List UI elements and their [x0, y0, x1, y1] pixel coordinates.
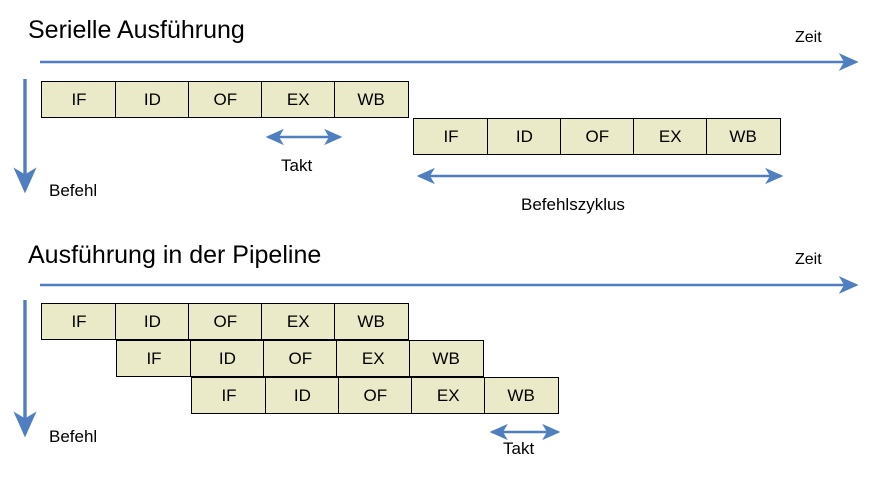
stage-cell: OF [187, 81, 263, 118]
pipeline-time-axis-label: Zeit [795, 251, 822, 268]
stage-cell: EX [411, 377, 486, 414]
serial-instruction-row-2: IF ID OF EX WB [413, 118, 781, 155]
stage-cell: IF [41, 303, 117, 340]
stage-cell: WB [333, 303, 409, 340]
serial-section-title: Serielle Ausführung [28, 16, 245, 44]
stage-cell: OF [262, 340, 338, 377]
serial-befehlszyklus-label: Befehlszyklus [521, 195, 625, 214]
stage-cell: ID [190, 340, 265, 377]
stage-cell: OF [337, 377, 413, 414]
stage-cell: OF [187, 303, 263, 340]
stage-cell: EX [261, 81, 336, 118]
serial-instruction-axis-label: Befehl [49, 181, 98, 200]
stage-cell: WB [333, 81, 409, 118]
stage-cell: IF [116, 340, 192, 377]
stage-cell: EX [261, 303, 336, 340]
serial-takt-label: Takt [281, 156, 313, 175]
stage-cell: WB [705, 118, 781, 155]
stage-cell: OF [559, 118, 635, 155]
stage-cell: ID [115, 81, 190, 118]
stage-cell: EX [633, 118, 708, 155]
pipeline-instruction-row-1: IF ID OF EX WB [41, 303, 409, 340]
stage-cell: WB [483, 377, 559, 414]
stage-cell: IF [41, 81, 117, 118]
stage-cell: ID [487, 118, 562, 155]
serial-instruction-row-1: IF ID OF EX WB [41, 81, 409, 118]
pipeline-takt-label: Takt [503, 439, 535, 458]
stage-cell: IF [191, 377, 267, 414]
stage-cell: ID [265, 377, 340, 414]
stage-cell: WB [408, 340, 484, 377]
pipeline-instruction-row-3: IF ID OF EX WB [191, 377, 559, 414]
pipeline-section-title: Ausführung in der Pipeline [28, 241, 322, 269]
stage-cell: IF [413, 118, 489, 155]
pipeline-instruction-axis-label: Befehl [49, 427, 98, 446]
stage-cell: EX [336, 340, 411, 377]
pipeline-instruction-row-2: IF ID OF EX WB [116, 340, 484, 377]
serial-time-axis-label: Zeit [795, 29, 822, 46]
stage-cell: ID [115, 303, 190, 340]
